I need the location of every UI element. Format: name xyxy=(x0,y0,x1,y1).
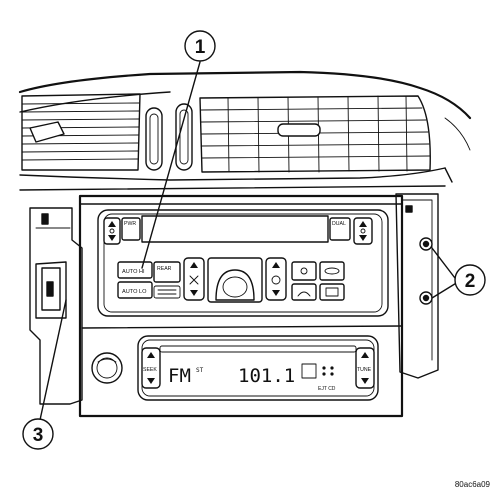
rear-button[interactable] xyxy=(153,261,181,283)
tune-label: TUNE xyxy=(357,367,372,373)
display-icon xyxy=(301,363,317,379)
callout-leaders xyxy=(39,61,459,421)
left-mounting-bracket xyxy=(29,207,83,405)
right-mounting-bracket xyxy=(395,193,439,379)
right-temp-rocker[interactable] xyxy=(353,217,373,245)
callout-2-number: 2 xyxy=(465,271,476,292)
dual-button[interactable] xyxy=(329,217,351,241)
auto-lo-button[interactable] xyxy=(117,281,153,299)
stereo-indicator: ST xyxy=(196,367,204,374)
figure-code: 80ac6a09 xyxy=(455,480,491,489)
right-icon-buttons xyxy=(291,261,345,301)
fan-speed-rocker[interactable] xyxy=(183,257,205,301)
mode-dial[interactable] xyxy=(207,257,263,303)
rear-defrost-icon xyxy=(325,287,339,297)
rear-temp-button[interactable] xyxy=(153,285,181,299)
left-temp-rocker[interactable] xyxy=(103,217,121,245)
sun-icon xyxy=(300,267,308,275)
windshield-button[interactable] xyxy=(291,283,317,301)
callout-3: 3 xyxy=(22,418,54,450)
auto-hi-button[interactable] xyxy=(117,261,153,279)
auto-hi-button-label: AUTO HI xyxy=(122,269,145,275)
center-slot-vents xyxy=(145,103,193,171)
callout-1-number: 1 xyxy=(195,37,206,58)
right-air-vent xyxy=(199,95,431,173)
rear-button-label: REAR xyxy=(157,266,172,272)
callout-2: 2 xyxy=(454,264,486,296)
frequency-readout: 101.1 xyxy=(238,365,295,387)
mode-rocker[interactable] xyxy=(265,257,287,301)
callout-1: 1 xyxy=(184,30,216,62)
windshield-icon xyxy=(297,291,311,297)
eject-label: EJT CD xyxy=(318,386,336,392)
seek-rocker[interactable] xyxy=(141,347,161,389)
defrost-button[interactable] xyxy=(291,261,317,281)
seek-label: SEEK xyxy=(143,367,157,373)
radio-display: FM ST 101.1 EJT CD xyxy=(168,363,336,392)
auto-lo-button-label: AUTO LO xyxy=(122,289,147,295)
dual-button-label: DUAL xyxy=(332,221,346,227)
left-air-vent xyxy=(21,93,141,171)
radio-hvac-housing xyxy=(78,194,404,418)
recirculate-button[interactable] xyxy=(319,261,345,281)
power-button[interactable] xyxy=(121,217,141,241)
climate-control-panel: PWR DUAL AUTO HI AUTO LO REAR xyxy=(97,209,389,317)
radio-panel: SEEK FM ST 101.1 EJT CD TUNE xyxy=(91,335,379,401)
dashboard-bezel xyxy=(18,70,472,191)
cd-slot[interactable] xyxy=(159,345,357,353)
rear-defrost-button[interactable] xyxy=(319,283,345,301)
tune-rocker[interactable] xyxy=(355,347,375,389)
power-button-label: PWR xyxy=(124,221,136,227)
volume-knob[interactable] xyxy=(91,352,123,384)
band-readout: FM xyxy=(168,365,191,387)
callout-3-number: 3 xyxy=(33,425,44,446)
recirculate-icon xyxy=(324,267,340,275)
